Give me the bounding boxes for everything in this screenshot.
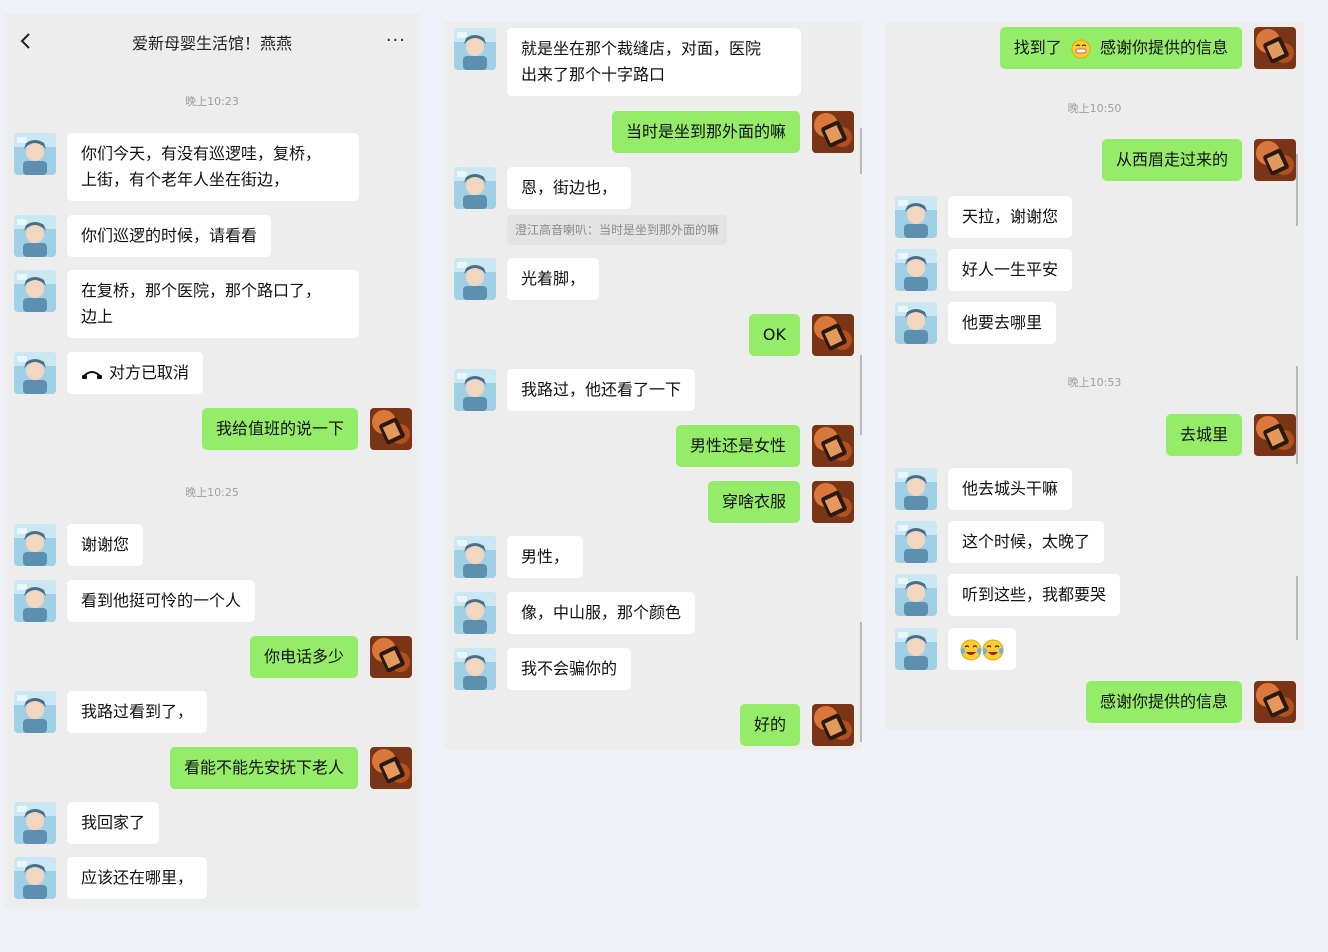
message-bubble[interactable]: 找到了 感谢你提供的信息 xyxy=(999,27,1242,69)
message-bubble[interactable]: 天拉，谢谢您 xyxy=(948,196,1073,238)
message-bubble[interactable]: 感谢你提供的信息 xyxy=(1085,681,1242,723)
contact-avatar[interactable] xyxy=(454,648,496,690)
message-bubble[interactable]: 好的 xyxy=(739,704,800,746)
chevron-left-icon[interactable] xyxy=(18,32,32,50)
scrollbar[interactable] xyxy=(860,128,862,174)
message-bubble[interactable]: 你们今天，有没有巡逻哇，复桥， 上街，有个老年人坐在街边， xyxy=(67,133,359,201)
contact-avatar[interactable] xyxy=(454,536,496,578)
contact-avatar[interactable] xyxy=(454,167,496,209)
quoted-reply[interactable]: 澄江高音喇叭：当时是坐到那外面的嘛 xyxy=(507,215,728,245)
user-avatar[interactable] xyxy=(1254,414,1296,456)
timestamp: 晚上10:50 xyxy=(1067,102,1122,115)
contact-avatar[interactable] xyxy=(454,592,496,634)
message-bubble[interactable]: 他去城头干嘛 xyxy=(948,468,1073,510)
scrollbar[interactable] xyxy=(1296,366,1298,464)
message-bubble[interactable]: 我给值班的说一下 xyxy=(201,408,358,450)
message-bubble[interactable]: 光着脚， xyxy=(507,258,600,300)
contact-avatar[interactable] xyxy=(454,369,496,411)
scrollbar[interactable] xyxy=(860,622,862,742)
contact-avatar[interactable] xyxy=(14,215,56,257)
user-avatar[interactable] xyxy=(812,111,854,153)
message-bubble[interactable]: 谢谢您 xyxy=(67,524,144,566)
chat-header: 爱新母婴生活馆！燕燕 ··· xyxy=(4,14,420,68)
message-bubble[interactable]: 男性还是女性 xyxy=(675,425,800,467)
user-avatar[interactable] xyxy=(370,636,412,678)
timestamp: 晚上10:23 xyxy=(185,95,239,108)
user-avatar[interactable] xyxy=(370,408,412,450)
contact-avatar[interactable] xyxy=(895,574,937,616)
message-bubble[interactable]: 在复桥，那个医院，那个路口了， 边上 xyxy=(67,270,359,338)
message-bubble[interactable]: 男性， xyxy=(507,536,584,578)
call-cancelled-bubble[interactable]: 对方已取消 xyxy=(67,352,204,394)
contact-avatar[interactable] xyxy=(14,802,56,844)
contact-avatar[interactable] xyxy=(14,691,56,733)
contact-avatar[interactable] xyxy=(895,249,937,291)
more-horizontal-icon[interactable]: ··· xyxy=(385,30,406,51)
scrollbar[interactable] xyxy=(1296,154,1298,226)
contact-avatar[interactable] xyxy=(14,352,56,394)
contact-avatar[interactable] xyxy=(895,628,937,670)
message-bubble[interactable]: 穿啥衣服 xyxy=(707,481,800,523)
user-avatar[interactable] xyxy=(812,704,854,746)
chat-panel-3[interactable]: 找到了 感谢你提供的信息 晚上10:50 从西眉走过来的 天拉，谢谢您 好人一生… xyxy=(885,22,1304,730)
emoji-message-bubble[interactable] xyxy=(948,628,1016,670)
message-bubble[interactable]: 就是坐在那个裁缝店，对面，医院 出来了那个十字路口 xyxy=(507,28,801,96)
contact-avatar[interactable] xyxy=(14,524,56,566)
contact-avatar[interactable] xyxy=(14,133,56,175)
scrollbar[interactable] xyxy=(1296,576,1298,640)
message-bubble[interactable]: 好人一生平安 xyxy=(948,249,1073,291)
contact-avatar[interactable] xyxy=(895,468,937,510)
message-bubble[interactable]: 恩，街边也， xyxy=(507,167,632,209)
timestamp: 晚上10:53 xyxy=(1067,376,1122,389)
message-bubble[interactable]: 你们巡逻的时候，请看看 xyxy=(67,215,272,257)
chat-title: 爱新母婴生活馆！燕燕 xyxy=(131,34,292,53)
message-bubble[interactable]: 应该还在哪里， xyxy=(67,857,208,899)
user-avatar[interactable] xyxy=(370,747,412,789)
contact-avatar[interactable] xyxy=(895,302,937,344)
phone-hangup-icon xyxy=(82,370,102,379)
chat-panel-1[interactable]: 爱新母婴生活馆！燕燕 ··· 晚上10:23 你们今天，有没有巡逻哇，复桥， 上… xyxy=(4,14,420,909)
message-bubble[interactable]: 我路过看到了， xyxy=(67,691,208,733)
user-avatar[interactable] xyxy=(812,314,854,356)
contact-avatar[interactable] xyxy=(895,521,937,563)
tears-of-joy-emoji-icon xyxy=(960,639,982,660)
message-bubble[interactable]: OK xyxy=(748,314,800,356)
message-bubble[interactable]: 看能不能先安抚下老人 xyxy=(169,747,358,789)
timestamp: 晚上10:25 xyxy=(185,486,239,499)
message-bubble[interactable]: 像，中山服，那个颜色 xyxy=(507,592,696,634)
user-avatar[interactable] xyxy=(1254,139,1296,181)
chat-panel-2[interactable]: 就是坐在那个裁缝店，对面，医院 出来了那个十字路口 当时是坐到那外面的嘛 恩，街… xyxy=(444,22,862,750)
user-avatar[interactable] xyxy=(812,481,854,523)
message-bubble[interactable]: 去城里 xyxy=(1165,414,1242,456)
message-bubble[interactable]: 这个时候，太晚了 xyxy=(948,521,1105,563)
user-avatar[interactable] xyxy=(812,425,854,467)
contact-avatar[interactable] xyxy=(895,196,937,238)
user-avatar[interactable] xyxy=(1254,681,1296,723)
user-avatar[interactable] xyxy=(1254,27,1296,69)
message-bubble[interactable]: 我回家了 xyxy=(67,802,160,844)
scrollbar[interactable] xyxy=(860,355,862,435)
message-bubble[interactable]: 我路过，他还看了一下 xyxy=(507,369,696,411)
message-bubble[interactable]: 看到他挺可怜的一个人 xyxy=(67,580,256,622)
contact-avatar[interactable] xyxy=(14,857,56,899)
contact-avatar[interactable] xyxy=(14,270,56,312)
message-bubble[interactable]: 我不会骗你的 xyxy=(507,648,632,690)
tears-of-joy-emoji-icon xyxy=(982,639,1004,660)
grin-emoji-icon xyxy=(1071,39,1091,58)
message-bubble[interactable]: 他要去哪里 xyxy=(948,302,1057,344)
contact-avatar[interactable] xyxy=(454,258,496,300)
contact-avatar[interactable] xyxy=(454,28,496,70)
message-bubble[interactable]: 从西眉走过来的 xyxy=(1101,139,1242,181)
contact-avatar[interactable] xyxy=(14,580,56,622)
message-bubble[interactable]: 你电话多少 xyxy=(249,636,358,678)
message-bubble[interactable]: 当时是坐到那外面的嘛 xyxy=(611,111,800,153)
message-bubble[interactable]: 听到这些，我都要哭 xyxy=(948,574,1121,616)
